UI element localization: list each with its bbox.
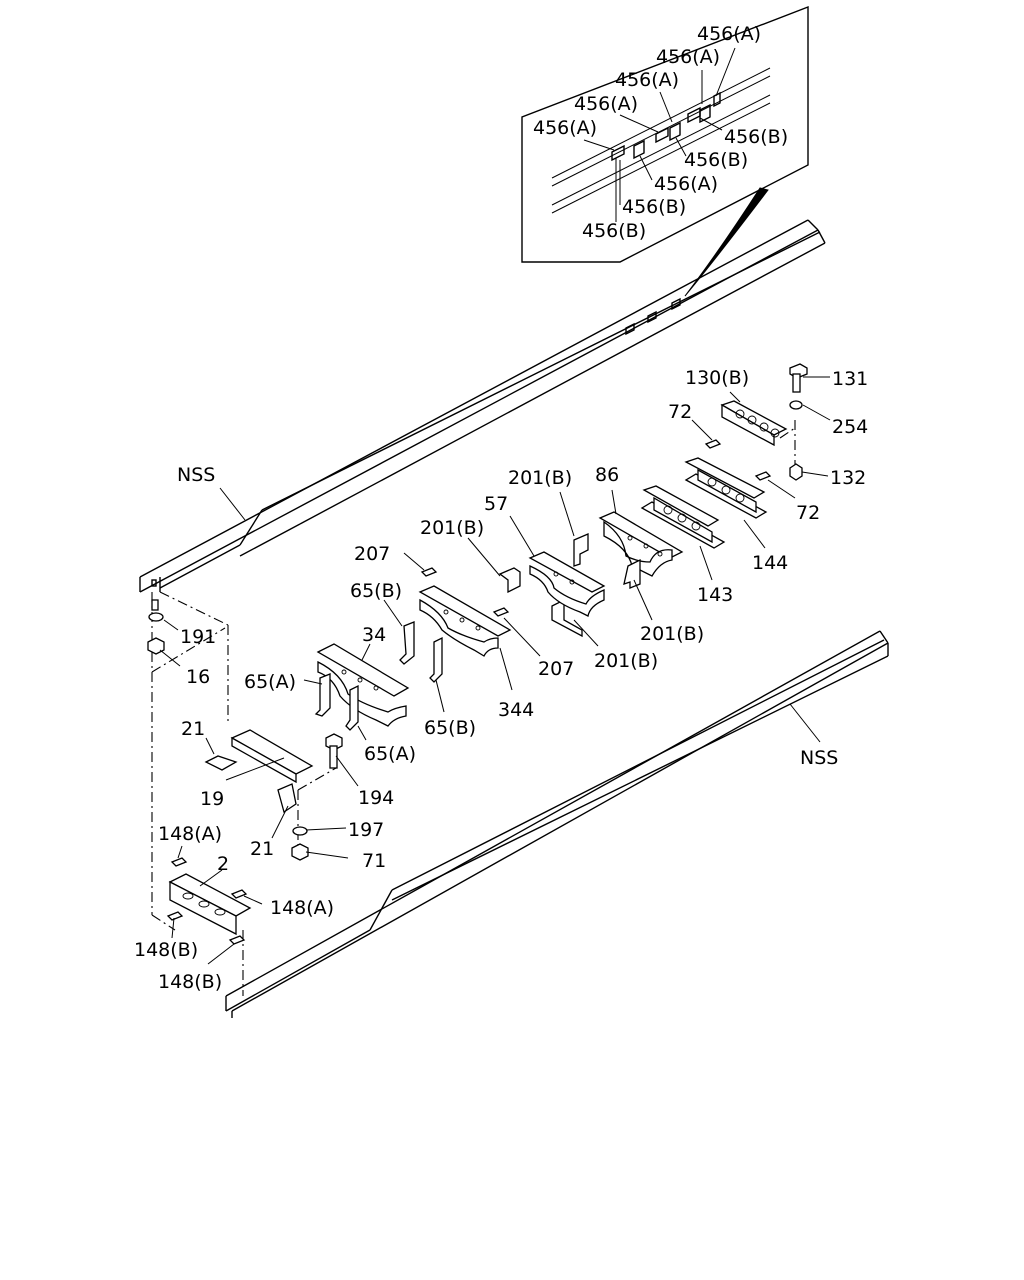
part-71-nut	[291, 843, 309, 861]
part-344-crossmember	[418, 585, 512, 657]
part-86-crossmember	[598, 511, 684, 577]
inset-label-10: 456(B)	[582, 220, 646, 242]
part-144-crossmember	[684, 457, 768, 519]
callout-148A-1: 148(A)	[158, 823, 222, 845]
callout-344: 344	[498, 699, 534, 721]
callout-65A-1: 65(A)	[244, 671, 296, 693]
inset-label-6: 456(B)	[724, 126, 788, 148]
callout-65B-2: 65(B)	[424, 717, 476, 739]
part-148A-shim-b	[230, 889, 248, 899]
part-148A-shim-a	[170, 857, 188, 867]
callout-207-a: 207	[354, 543, 390, 565]
part-143-crossmember	[640, 485, 726, 549]
part-191-washer	[148, 612, 164, 622]
callout-148B-1: 148(B)	[134, 939, 198, 961]
part-194-bolt	[325, 733, 343, 769]
part-201B-bracket-a	[573, 533, 589, 567]
callout-201B-4: 201(B)	[594, 650, 658, 672]
callout-72-b: 72	[796, 502, 820, 524]
part-16-bolt	[147, 599, 165, 655]
inset-label-4: 456(A)	[574, 93, 638, 115]
callout-254: 254	[832, 416, 868, 438]
callout-201B-2: 201(B)	[420, 517, 484, 539]
callout-86: 86	[595, 464, 619, 486]
part-130B-bracket	[720, 400, 788, 447]
part-65B-bracket-b	[429, 636, 443, 683]
inset-label-3: 456(A)	[615, 69, 679, 91]
callout-143: 143	[697, 584, 733, 606]
part-2-crossmember	[168, 873, 252, 936]
part-21-bracket-a	[204, 755, 238, 771]
part-201B-bracket-c	[623, 558, 641, 589]
inset-label-8: 456(A)	[654, 173, 718, 195]
part-65A-bracket-a	[314, 673, 331, 717]
inset-label-7: 456(B)	[684, 149, 748, 171]
inset-label-5: 456(A)	[533, 117, 597, 139]
callout-197: 197	[348, 819, 384, 841]
callout-labels: 131 130(B) 254 132 72 72 144 143 86 201(…	[134, 367, 868, 993]
right-rail-label: NSS	[800, 747, 838, 769]
callout-131: 131	[832, 368, 868, 390]
part-72-shim-b	[754, 471, 772, 481]
inset-label-9: 456(B)	[622, 196, 686, 218]
callout-19: 19	[200, 788, 224, 810]
inset-border	[521, 5, 809, 263]
inset-shims	[611, 91, 721, 162]
left-side-rail	[139, 219, 826, 593]
part-207-shim-a	[420, 567, 438, 577]
part-131-bolt	[789, 363, 808, 393]
part-57-crossmember	[528, 551, 606, 617]
callout-72-a: 72	[668, 401, 692, 423]
callout-201B-1: 201(B)	[508, 467, 572, 489]
part-21-bracket-b	[277, 783, 297, 814]
callout-207-b: 207	[538, 658, 574, 680]
part-65A-bracket-b	[345, 684, 359, 731]
inset-label-1: 456(A)	[697, 23, 761, 45]
callout-2: 2	[217, 853, 229, 875]
part-201B-bracket-b	[498, 567, 521, 594]
callout-201B-3: 201(B)	[640, 623, 704, 645]
inset-pointer	[684, 187, 769, 297]
part-207-shim-b	[492, 607, 510, 617]
part-254-washer	[789, 400, 803, 410]
callout-148B-2: 148(B)	[158, 971, 222, 993]
callout-144: 144	[752, 552, 788, 574]
callout-57: 57	[484, 493, 508, 515]
part-72-shim-a	[704, 439, 722, 449]
part-65B-bracket-a	[399, 621, 415, 665]
callout-71: 71	[362, 850, 386, 872]
callout-191: 191	[180, 626, 216, 648]
callout-132: 132	[830, 467, 866, 489]
callout-21-a: 21	[181, 718, 205, 740]
detail-inset: 456(A) 456(A) 456(A) 456(A) 456(A) 456(B…	[521, 5, 809, 263]
callout-65A-2: 65(A)	[364, 743, 416, 765]
left-rail-label: NSS	[177, 464, 215, 486]
inset-leaders	[583, 47, 736, 222]
callout-leaders	[159, 376, 831, 965]
part-132-nut	[789, 463, 803, 481]
part-34-crossmember	[316, 643, 410, 727]
callout-194: 194	[358, 787, 394, 809]
callout-130B: 130(B)	[685, 367, 749, 389]
part-197-washer	[292, 826, 308, 836]
callout-65B-1: 65(B)	[350, 580, 402, 602]
callout-16: 16	[186, 666, 210, 688]
part-19-plate	[230, 729, 314, 784]
callout-21-b: 21	[250, 838, 274, 860]
right-side-rail	[225, 630, 889, 1018]
inset-label-2: 456(A)	[656, 46, 720, 68]
part-148B-shim-a	[166, 911, 184, 921]
part-148B-shim-b	[228, 935, 246, 945]
callout-34: 34	[362, 624, 386, 646]
callout-148A-2: 148(A)	[270, 897, 334, 919]
